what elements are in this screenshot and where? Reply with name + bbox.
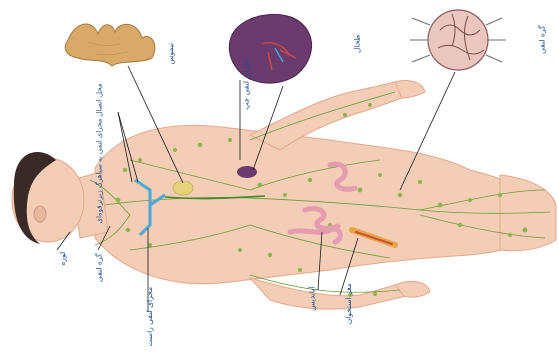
node	[468, 198, 472, 202]
node	[138, 158, 142, 162]
node	[298, 268, 302, 272]
node	[508, 233, 512, 237]
node	[123, 168, 127, 172]
node	[198, 143, 202, 147]
thymus-label: تیموس	[167, 43, 175, 65]
node	[126, 228, 130, 232]
node	[438, 203, 443, 208]
thymus-illustration	[65, 24, 155, 66]
thymus-in-body	[173, 181, 193, 195]
node	[283, 193, 287, 197]
spleen-label: طحال	[354, 34, 362, 53]
thymus-inset	[65, 24, 155, 66]
lymph-node-inset	[410, 10, 506, 70]
duct-junction-label: محل اتصال مجرای لنفی به سیاهرگ زیرترقوه‌…	[96, 84, 103, 224]
node	[228, 138, 232, 142]
lower-arm-shape	[250, 278, 411, 309]
node	[116, 198, 121, 203]
node	[308, 178, 312, 182]
lymph-node-illustration	[428, 10, 488, 70]
node	[343, 113, 347, 117]
node	[458, 223, 462, 227]
node	[368, 103, 372, 107]
lymph-node-left-label: گره لنفی	[96, 253, 104, 282]
node	[373, 292, 377, 296]
node	[258, 183, 263, 188]
left-lymph-duct-label: مجرای لنفی چپ	[242, 58, 250, 110]
right-lymph-duct-label: مجرای لنفی راست	[146, 287, 154, 347]
torso-shape	[95, 125, 552, 283]
node	[498, 193, 502, 197]
node	[173, 148, 177, 152]
tonsil-label: لوزه	[59, 252, 67, 266]
node	[358, 188, 363, 193]
appendix-label: آپاندیس	[308, 287, 316, 311]
node	[418, 180, 422, 184]
node	[398, 193, 402, 197]
ear-shape	[34, 206, 46, 222]
lymph-node-label: گره لنفی	[539, 25, 547, 54]
node	[378, 173, 382, 177]
node	[268, 253, 272, 257]
bone-marrow-label: مغز استخوان	[345, 283, 353, 324]
node	[238, 248, 242, 252]
node	[148, 243, 152, 247]
node	[523, 228, 528, 233]
